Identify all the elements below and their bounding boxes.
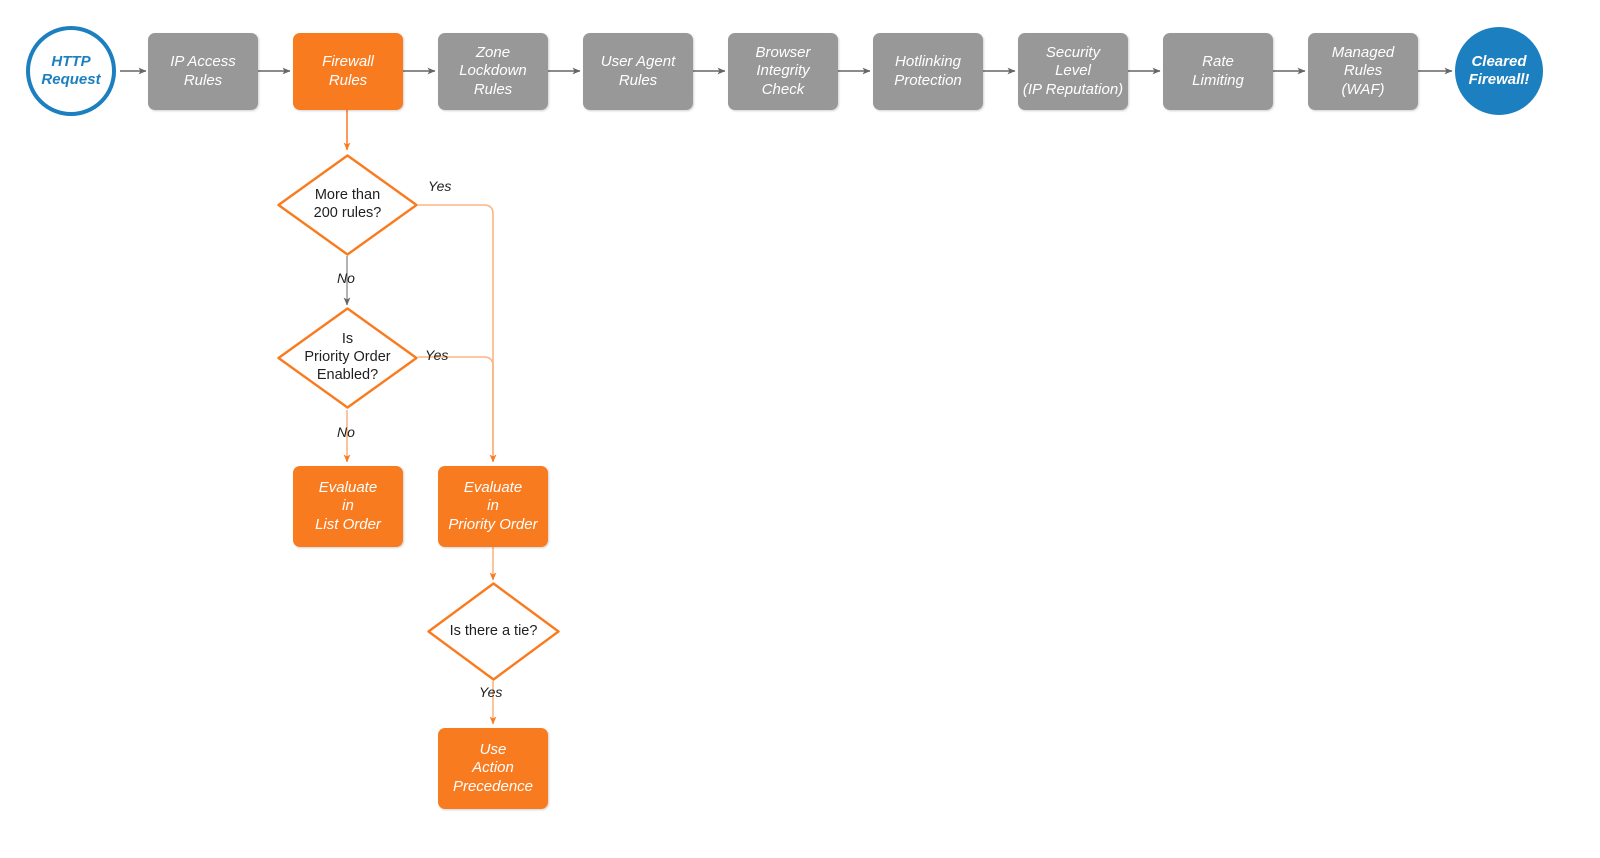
node-user-agent-rules[interactable]: User Agent Rules [583,33,693,110]
edge-priorityorder-yes-to-priorityorder-box [418,356,494,455]
node-security-level-label: Security Level (IP Reputation) [1022,44,1124,98]
node-http-request[interactable]: HTTP Request [26,26,116,116]
edge-label-no-priority-enabled: No [337,424,355,440]
node-use-action-precedence-label: Use Action Precedence [452,741,534,795]
node-hotlinking-protection-label: Hotlinking Protection [894,53,962,89]
node-evaluate-in-list-order-label: Evaluate in List Order [315,479,381,533]
node-more-than-200-rules[interactable]: More than 200 rules? [277,154,418,256]
node-hotlinking-protection[interactable]: Hotlinking Protection [873,33,983,110]
node-managed-rules-waf-label: Managed Rules (WAF) [1331,44,1395,98]
edge-label-yes-priority-enabled-text: Yes [425,347,449,363]
node-evaluate-in-priority-order-label: Evaluate in Priority Order [448,479,538,533]
node-cleared-firewall[interactable]: Cleared Firewall! [1455,27,1543,115]
node-firewall-rules[interactable]: Firewall Rules [293,33,403,110]
diamond-shape-is-there-a-tie [427,582,560,681]
diamond-shape-more-than-200-rules [277,154,418,256]
edge-label-yes-more-than-200: Yes [428,178,451,194]
node-is-priority-order-enabled[interactable]: Is Priority Order Enabled? [277,307,418,409]
node-is-there-a-tie-label: Is there a tie? [449,622,538,639]
node-security-level[interactable]: Security Level (IP Reputation) [1018,33,1128,110]
edge-morethan200-yes-to-priorityorder-box [418,204,497,463]
diamond-shape-is-priority-order-enabled [277,307,418,409]
node-user-agent-rules-label: User Agent Rules [600,53,676,89]
node-evaluate-in-list-order[interactable]: Evaluate in List Order [293,466,403,547]
edge-label-yes-is-there-a-tie: Yes [479,684,502,700]
node-rate-limiting-label: Rate Limiting [1192,53,1244,89]
edge-label-no-more-than-200: No [337,270,355,286]
edge-label-no-more-than-200-text: No [337,270,355,286]
node-evaluate-in-priority-order[interactable]: Evaluate in Priority Order [438,466,548,547]
node-browser-integrity-check[interactable]: Browser Integrity Check [728,33,838,110]
node-use-action-precedence[interactable]: Use Action Precedence [438,728,548,809]
node-is-there-a-tie[interactable]: Is there a tie? [427,582,560,681]
edge-label-no-priority-enabled-text: No [337,424,355,440]
node-http-request-label: HTTP Request [41,52,101,88]
node-rate-limiting[interactable]: Rate Limiting [1163,33,1273,110]
node-managed-rules-waf[interactable]: Managed Rules (WAF) [1308,33,1418,110]
node-ip-access-rules[interactable]: IP Access Rules [148,33,258,110]
edge-label-yes-priority-enabled: Yes [425,347,448,363]
node-more-than-200-rules-label: More than 200 rules? [313,187,382,221]
node-zone-lockdown-rules-label: Zone Lockdown Rules [459,44,527,98]
node-is-priority-order-enabled-label: Is Priority Order Enabled? [304,331,391,383]
edge-label-yes-more-than-200-text: Yes [428,178,452,194]
node-firewall-rules-label: Firewall Rules [322,53,374,89]
node-ip-access-rules-label: IP Access Rules [170,53,236,89]
node-zone-lockdown-rules[interactable]: Zone Lockdown Rules [438,33,548,110]
edge-label-yes-is-there-a-tie-text: Yes [479,684,503,700]
node-cleared-firewall-label: Cleared Firewall! [1468,52,1530,88]
node-browser-integrity-check-label: Browser Integrity Check [755,44,811,98]
